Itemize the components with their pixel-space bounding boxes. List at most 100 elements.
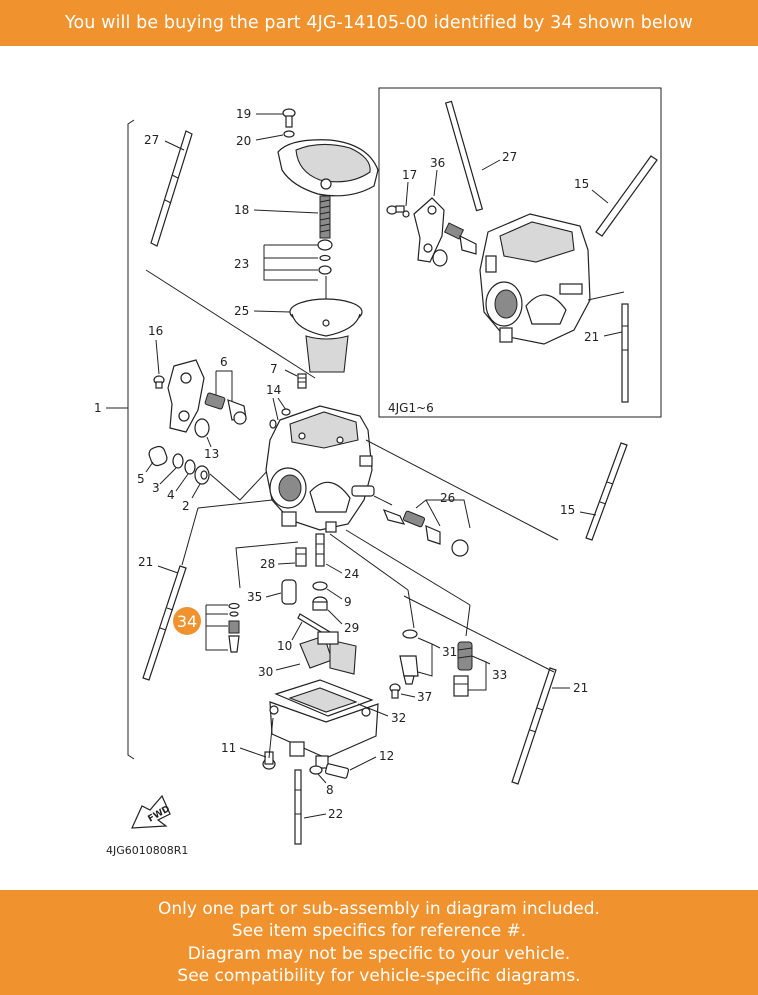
screw-37 (389, 683, 401, 699)
callout-8: 8 (326, 783, 334, 797)
screw-17 (386, 205, 405, 215)
footer-line-1: Only one part or sub-assembly in diagram… (158, 898, 600, 919)
footer-line-2: See item specifics for reference #. (231, 921, 527, 941)
callout-18: 18 (234, 203, 249, 217)
footer-line-3: Diagram may not be specific to your vehi… (187, 943, 571, 964)
callout-27a: 27 (144, 133, 159, 147)
tube-21-left (142, 565, 187, 681)
pilot-screw-33 (453, 641, 473, 697)
footer-line-4: See compatibility for vehicle-specific d… (177, 966, 581, 986)
drain-screw-12 (324, 763, 350, 779)
callout-6: 6 (220, 355, 228, 369)
callout-16: 16 (148, 324, 163, 338)
needle-parts-23 (317, 239, 333, 275)
callout-29: 29 (344, 621, 359, 635)
callout-19: 19 (236, 107, 251, 121)
washer-4 (184, 459, 196, 475)
inset-label: 4JG1~6 (388, 401, 434, 415)
tube-15-right (585, 442, 628, 541)
fwd-arrow-icon (131, 794, 171, 829)
callout-34: 34 (177, 612, 197, 631)
tube-27-inset (444, 100, 484, 212)
jet-31 (399, 655, 419, 685)
spring-18 (319, 195, 331, 239)
parts-diagram: 1 4JG1~6 27 19 20 18 (0, 46, 758, 890)
callout-10: 10 (277, 639, 292, 653)
callout-2: 2 (182, 499, 190, 513)
callout-23: 23 (234, 257, 249, 271)
callout-4: 4 (167, 488, 175, 502)
callout-21c: 21 (573, 681, 588, 695)
nut-2 (194, 465, 210, 485)
washer-9 (312, 581, 328, 591)
assembly-bracket (127, 119, 135, 760)
float-assembly-30 (299, 631, 357, 675)
tube-15-inset (595, 155, 658, 237)
callout-32: 32 (391, 711, 406, 725)
screw-19 (282, 108, 296, 128)
carburetor-top-cover (277, 139, 379, 197)
callout-24: 24 (344, 567, 359, 581)
callout-14: 14 (266, 383, 281, 397)
tube-22 (294, 769, 302, 845)
callout-11: 11 (221, 741, 236, 755)
washer-3 (172, 453, 184, 469)
choke-housing-36 (413, 197, 445, 263)
callout-25: 25 (234, 304, 249, 318)
screw-16 (153, 375, 165, 389)
callout-26: 26 (440, 491, 455, 505)
callout-12: 12 (379, 749, 394, 763)
callout-35: 35 (247, 590, 262, 604)
header-text: You will be buying the part 4JG-14105-00… (65, 13, 693, 33)
callout-1: 1 (94, 401, 102, 415)
callout-7: 7 (270, 362, 278, 376)
jet-holder-29 (312, 596, 328, 611)
callout-27b: 27 (502, 150, 517, 164)
spring-6 (204, 392, 226, 410)
jet-needle-24 (315, 533, 325, 567)
diagram-code: 4JG6010808R1 (106, 844, 188, 857)
float-bowl-32 (269, 679, 379, 769)
callout-34-highlight (173, 607, 201, 635)
needle-valve-34 (228, 602, 240, 653)
callout-28: 28 (260, 557, 275, 571)
o-ring-31 (402, 629, 418, 639)
cap-5 (148, 445, 168, 467)
washer-14a (281, 408, 291, 416)
callout-15b: 15 (560, 503, 575, 517)
callout-17: 17 (402, 168, 417, 182)
callout-15a: 15 (574, 177, 589, 191)
carburetor-inset (479, 213, 591, 345)
callout-21a: 21 (138, 555, 153, 569)
diaphragm-piston-25 (289, 276, 363, 373)
tube-21-inset (621, 303, 629, 403)
carburetor-body (265, 405, 375, 533)
washer-20 (283, 130, 295, 138)
callout-21b: 21 (584, 330, 599, 344)
callout-30: 30 (258, 665, 273, 679)
tube-21-right (511, 667, 557, 785)
callout-3: 3 (152, 481, 160, 495)
jet-28 (295, 547, 307, 567)
plunger-6 (227, 399, 247, 425)
o-ring-8 (309, 765, 323, 775)
callout-5: 5 (137, 472, 145, 486)
idle-screw-26 (382, 508, 469, 557)
inset-box (378, 87, 662, 418)
callout-36: 36 (430, 156, 445, 170)
callout-22: 22 (328, 807, 343, 821)
callout-9: 9 (344, 595, 352, 609)
callout-37: 37 (417, 690, 432, 704)
float-35 (281, 579, 297, 605)
callout-31: 31 (442, 645, 457, 659)
header-banner: You will be buying the part 4JG-14105-00… (0, 0, 758, 46)
callout-33: 33 (492, 668, 507, 682)
callout-20: 20 (236, 134, 251, 148)
footer-banner: Only one part or sub-assembly in diagram… (0, 890, 758, 995)
screw-7 (297, 373, 307, 389)
carburetor-exploded-view: 1 4JG1~6 27 19 20 18 (94, 87, 662, 857)
tube-27-left (150, 130, 193, 247)
o-ring-13 (194, 418, 210, 438)
choke-housing (167, 359, 205, 433)
washer-14b (269, 419, 277, 429)
